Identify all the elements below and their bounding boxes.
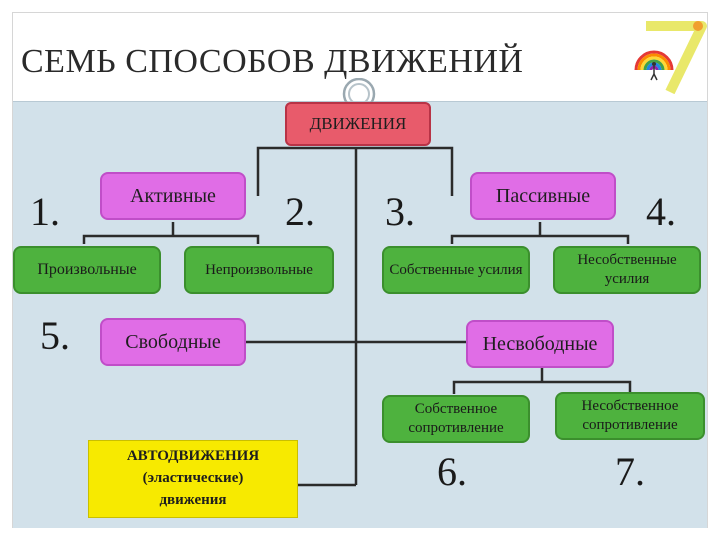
node-passive: Пассивные [470, 172, 616, 220]
number-2: 2. [285, 188, 315, 235]
node-free-label: Свободные [125, 330, 220, 355]
node-own-resistance-label: Собственное сопротивление [384, 400, 528, 438]
node-involuntary-label: Непроизвольные [205, 261, 313, 280]
node-external-effort-label: Несобственные усилия [555, 251, 699, 289]
node-own-effort: Собственные усилия [382, 246, 530, 294]
node-restricted-label: Несвободные [483, 332, 598, 357]
node-voluntary-label: Произвольные [37, 260, 136, 280]
number-3: 3. [385, 188, 415, 235]
node-auto-line1: АВТОДВИЖЕНИЯ [127, 446, 259, 468]
node-auto-line2: (эластические) [143, 468, 244, 490]
number-4: 4. [646, 188, 676, 235]
node-voluntary: Произвольные [13, 246, 161, 294]
node-autodvizhenia: АВТОДВИЖЕНИЯ (эластические) движения [88, 440, 298, 518]
node-restricted: Несвободные [466, 320, 614, 368]
node-passive-label: Пассивные [496, 184, 590, 209]
node-root-label: ДВИЖЕНИЯ [310, 113, 407, 134]
number-7: 7. [615, 448, 645, 495]
node-auto-line3: движения [159, 490, 226, 512]
node-free: Свободные [100, 318, 246, 366]
node-own-effort-label: Собственные усилия [389, 261, 522, 280]
number-5: 5. [40, 312, 70, 359]
node-own-resistance: Собственное сопротивление [382, 395, 530, 443]
node-active: Активные [100, 172, 246, 220]
node-involuntary: Непроизвольные [184, 246, 334, 294]
number-1: 1. [30, 188, 60, 235]
node-external-resistance-label: Несобственное сопротивление [557, 397, 703, 435]
node-external-effort: Несобственные усилия [553, 246, 701, 294]
number-6: 6. [437, 448, 467, 495]
node-root: ДВИЖЕНИЯ [285, 102, 431, 146]
node-external-resistance: Несобственное сопротивление [555, 392, 705, 440]
node-active-label: Активные [130, 184, 216, 209]
